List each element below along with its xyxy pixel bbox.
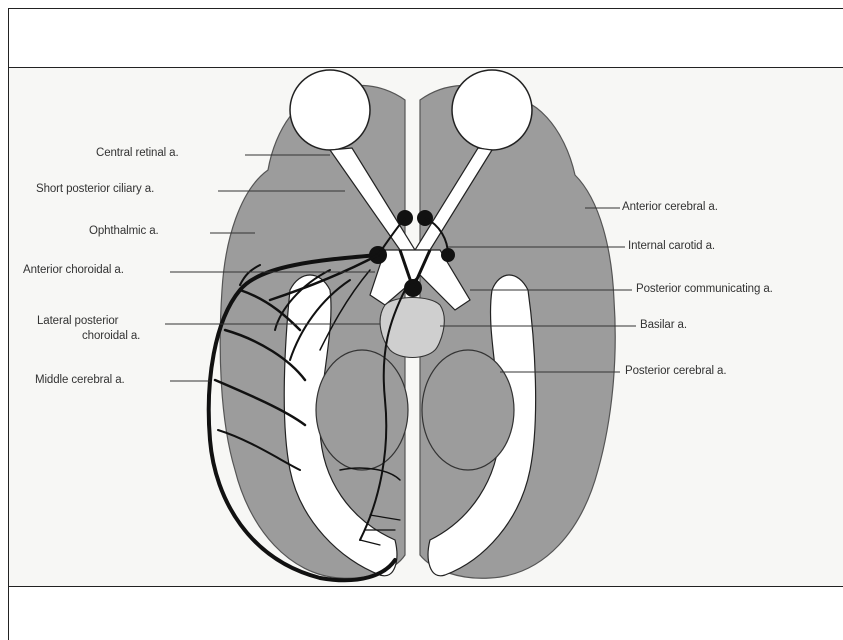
label-central-retinal: Central retinal a.	[96, 147, 179, 159]
label-internal-carotid: Internal carotid a.	[628, 240, 715, 252]
label-posterior-cerebral: Posterior cerebral a.	[625, 365, 726, 377]
label-lateral-posterior-choroidal-line1: Lateral posterior	[37, 315, 118, 327]
right-eye	[452, 70, 532, 150]
right-midbrain-lobe	[422, 350, 514, 470]
label-ophthalmic: Ophthalmic a.	[89, 225, 159, 237]
label-middle-cerebral: Middle cerebral a.	[35, 374, 125, 386]
label-short-posterior-ciliary: Short posterior ciliary a.	[36, 183, 154, 195]
label-lateral-posterior-choroidal-line2: choroidal a.	[82, 330, 140, 342]
label-posterior-communicating: Posterior communicating a.	[636, 283, 773, 295]
label-basilar: Basilar a.	[640, 319, 687, 331]
label-anterior-choroidal: Anterior choroidal a.	[23, 264, 124, 276]
left-eye	[290, 70, 370, 150]
left-midbrain-lobe	[316, 350, 408, 470]
label-anterior-cerebral: Anterior cerebral a.	[622, 201, 718, 213]
